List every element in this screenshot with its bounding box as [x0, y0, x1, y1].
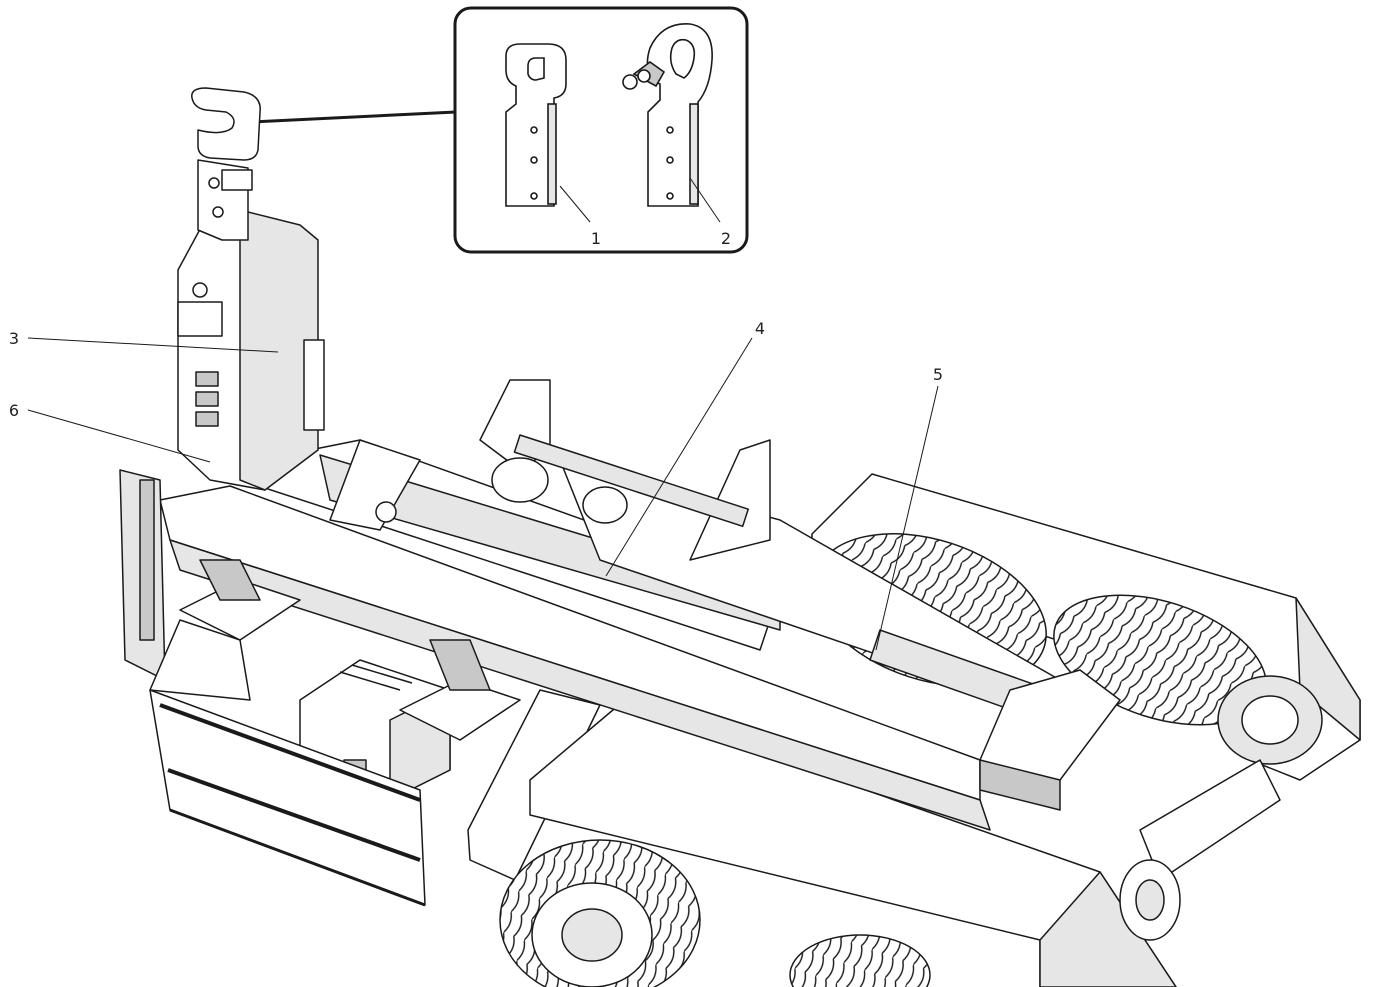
callout-4: 4: [755, 319, 765, 338]
hooklift-frame-assembly: [119, 87, 1361, 987]
callout-2: 2: [721, 229, 731, 248]
callout-5: 5: [933, 365, 943, 384]
hook-plate-type-1: [505, 43, 567, 207]
callout-3: 3: [9, 329, 19, 348]
callout-1: 1: [591, 229, 601, 248]
detail-inset: [251, 6, 749, 254]
hook-plate-type-2: [622, 23, 713, 207]
callout-6: 6: [9, 401, 19, 420]
callout-leaders: [27, 337, 939, 651]
